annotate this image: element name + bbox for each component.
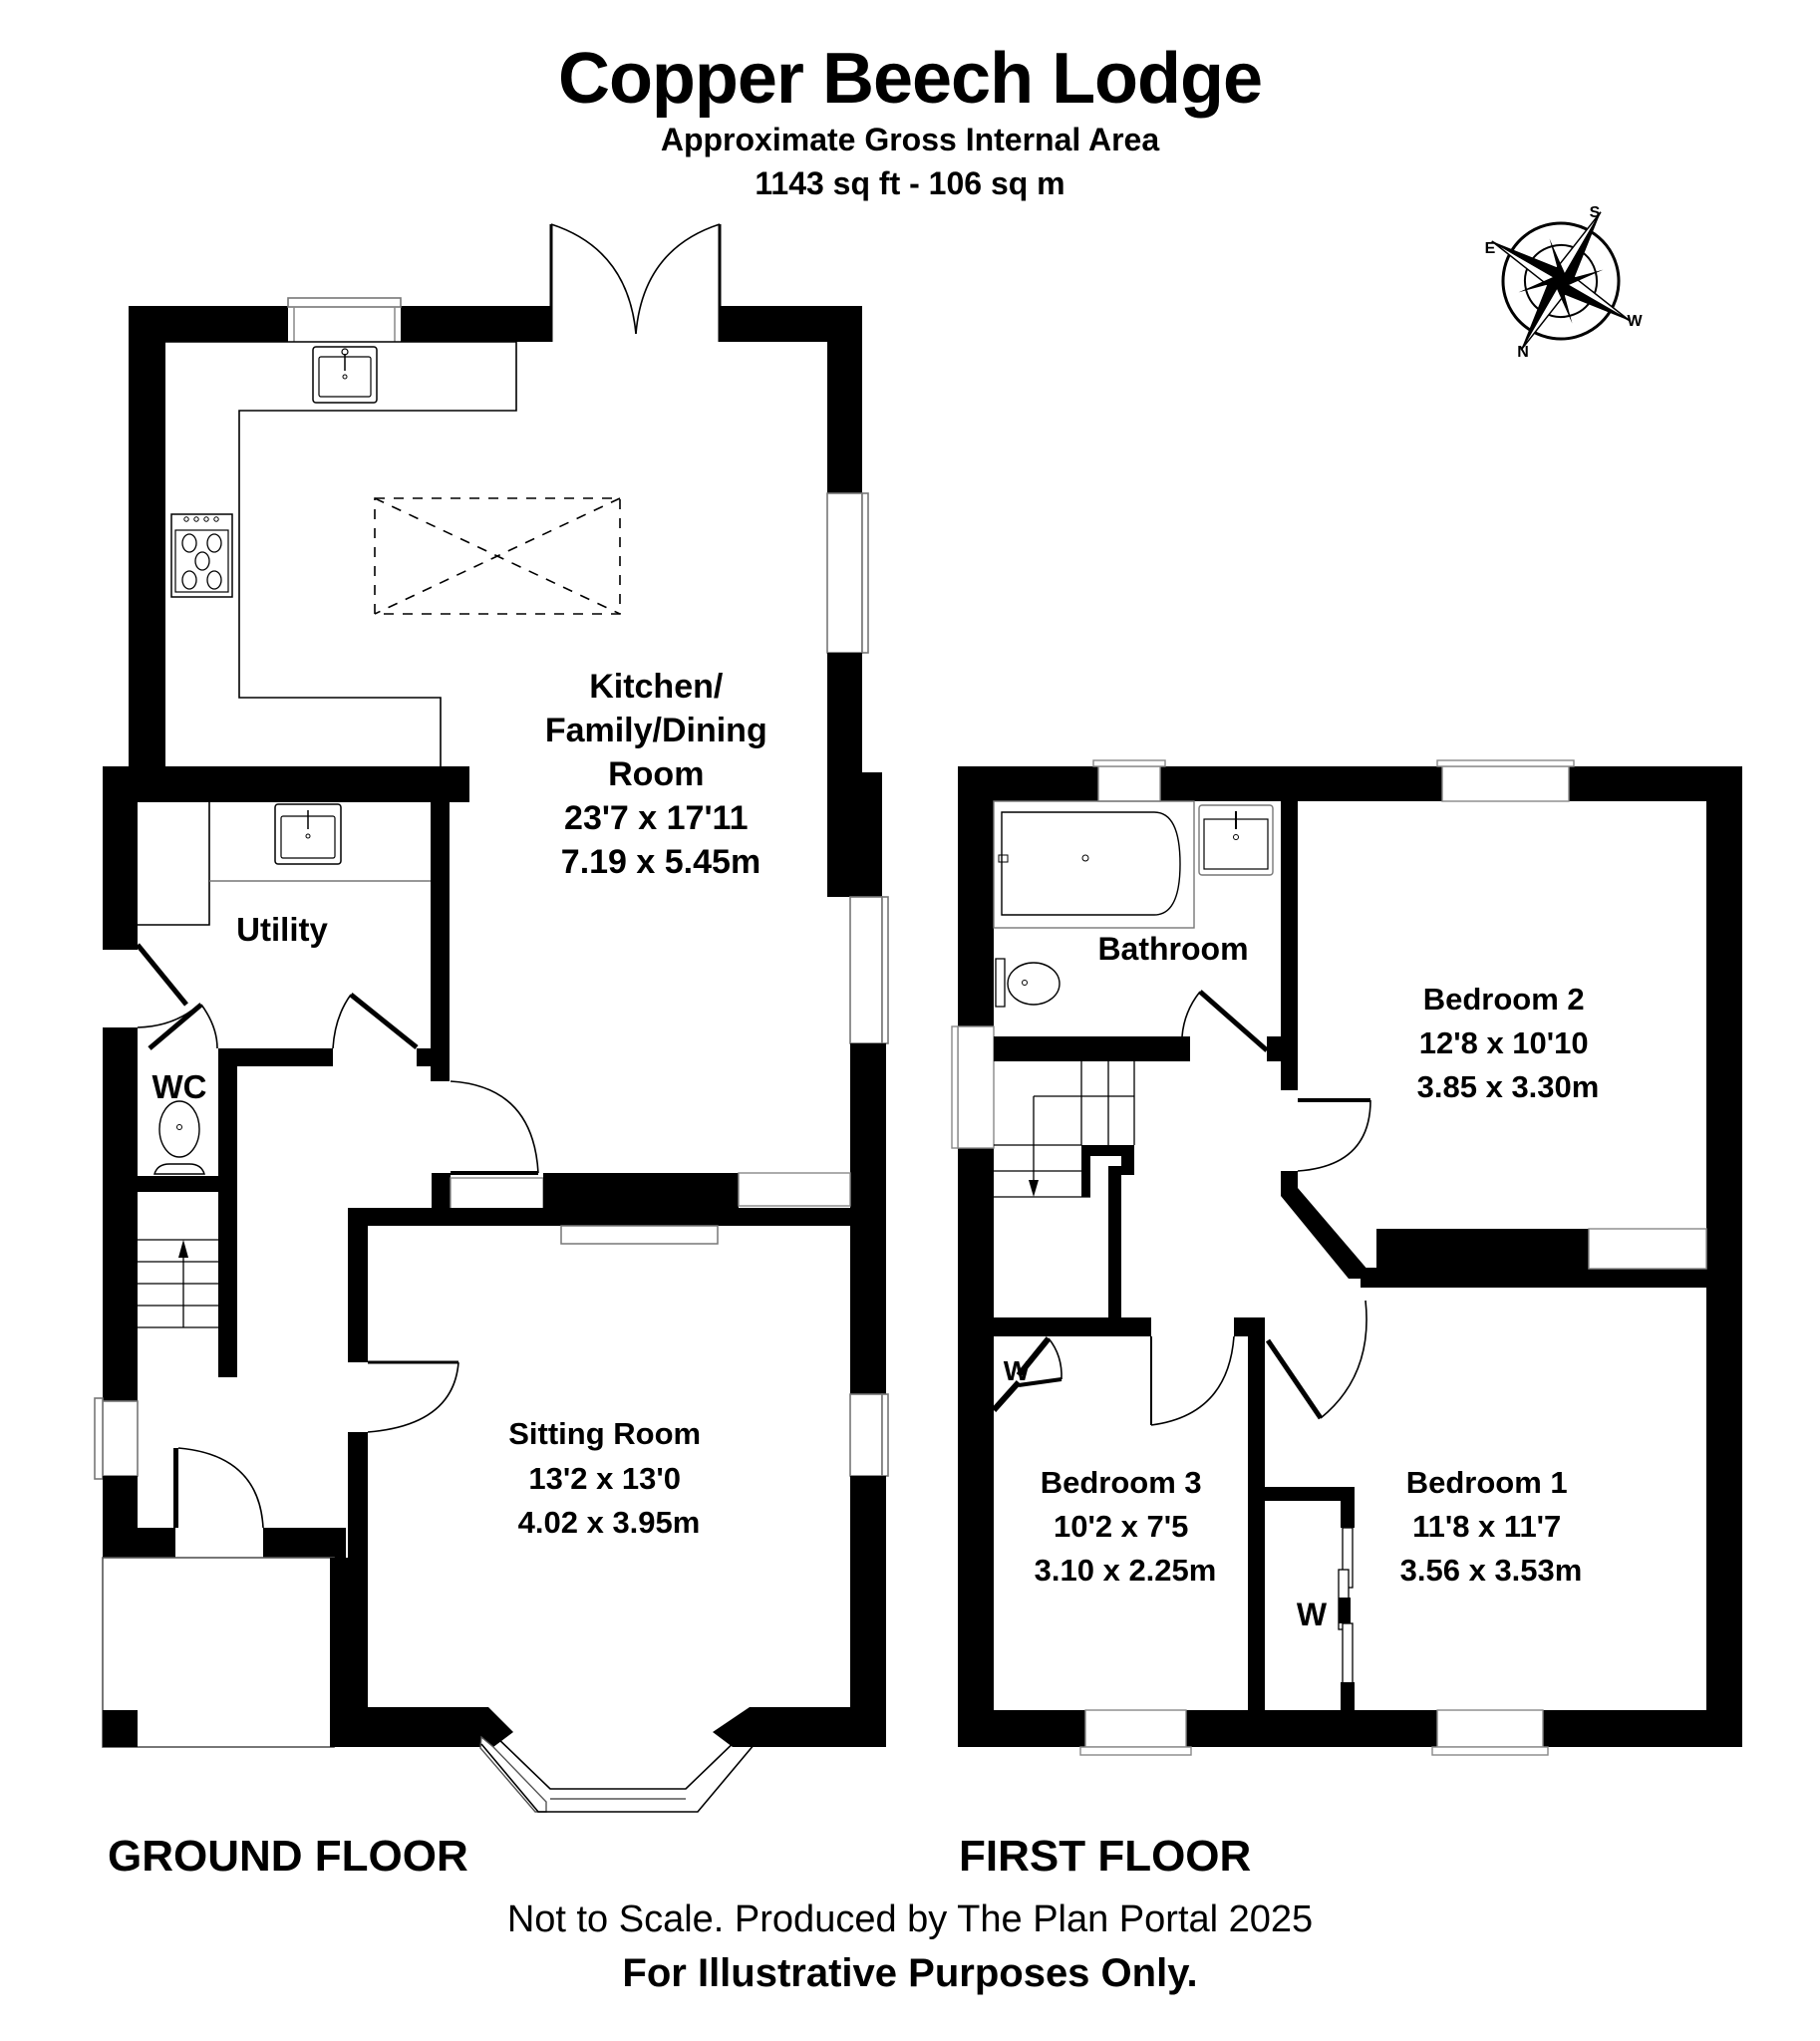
scale-note: Not to Scale. Produced by The Plan Porta…: [506, 1898, 1314, 1940]
window: [826, 492, 863, 654]
gross-area: 1143 sq ft - 106 sq m: [755, 165, 1065, 201]
staircase-down-icon: [994, 1061, 1135, 1198]
basin-icon: [1198, 804, 1274, 876]
bay-window: [479, 1733, 756, 1813]
room-label-utility: Utility: [236, 911, 328, 948]
room-label-sitting-room: Sitting Room 13'2 x 13'0 4.02 x 3.95m: [508, 1416, 709, 1540]
ground-floor-label: GROUND FLOOR: [108, 1832, 468, 1881]
first-floor-plan: Bathroom W: [951, 759, 1742, 1756]
compass-e: E: [1485, 240, 1496, 257]
window: [849, 896, 883, 1044]
window: [849, 1393, 883, 1477]
plan-subtitle: Approximate Gross Internal Area: [660, 122, 1160, 157]
french-door-left: [550, 223, 637, 335]
window: [957, 1025, 995, 1149]
disclaimer: For Illustrative Purposes Only.: [622, 1951, 1198, 1995]
window: [1436, 1709, 1544, 1748]
window: [287, 297, 402, 308]
ground-floor-plan: Kitchen/ Family/Dining Room 23'7 x 17'11…: [94, 223, 889, 1813]
plan-title: Copper Beech Lodge: [557, 39, 1263, 119]
bathtub-icon: [993, 800, 1195, 929]
kitchen-sink-icon: [312, 346, 378, 404]
window: [1441, 765, 1570, 802]
room-label-bathroom: Bathroom: [1097, 931, 1248, 967]
room-label-kitchen: Kitchen/ Family/Dining Room 23'7 x 17'11…: [545, 668, 776, 881]
window: [1097, 765, 1161, 802]
compass-s: S: [1590, 204, 1601, 221]
staircase-up-icon: [138, 1239, 227, 1328]
toilet-icon: [995, 958, 1061, 1008]
compass-n: N: [1517, 344, 1529, 361]
utility-sink-icon: [274, 803, 342, 865]
roof-lantern-icon: [374, 497, 621, 615]
room-label-bedroom2: Bedroom 2 12'8 x 10'10 3.85 x 3.30m: [1417, 982, 1600, 1104]
room-label-bedroom1: Bedroom 1 11'8 x 11'7 3.56 x 3.53m: [1400, 1465, 1583, 1588]
first-floor-label: FIRST FLOOR: [959, 1832, 1252, 1881]
wardrobe-label-bedroom1: W: [1297, 1597, 1328, 1632]
hob-icon: [170, 513, 233, 598]
french-door-right: [635, 223, 721, 335]
wardrobe-label-bedroom3: W: [1004, 1355, 1031, 1386]
compass-w: W: [1627, 313, 1643, 330]
toilet-icon: [153, 1100, 205, 1175]
window: [1084, 1709, 1187, 1748]
room-label-bedroom3: Bedroom 3 10'2 x 7'5 3.10 x 2.25m: [1035, 1465, 1217, 1588]
room-label-wc: WC: [152, 1068, 207, 1105]
window: [102, 1400, 139, 1477]
compass-rose-icon: [1491, 211, 1631, 351]
